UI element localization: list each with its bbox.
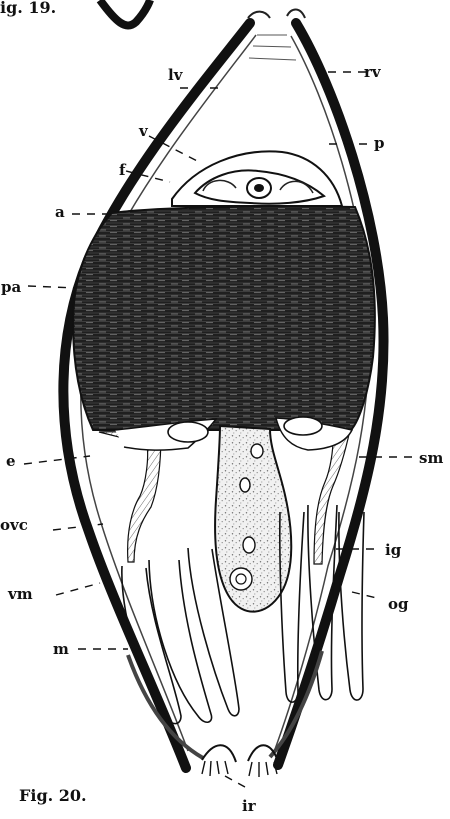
leader-e	[24, 456, 90, 464]
figure-20-label: Fig. 20.	[19, 788, 87, 804]
figure-19-label: ig. 19.	[0, 0, 56, 16]
visceral-ganglion-core	[254, 184, 264, 192]
label-lv: lv	[168, 68, 182, 83]
label-f: f	[119, 163, 125, 178]
label-ir: ir	[242, 799, 256, 814]
leader-ovc	[53, 524, 103, 530]
label-og: og	[388, 597, 409, 612]
right-gland	[284, 417, 322, 435]
label-ig: ig	[385, 543, 401, 558]
leader-vm	[56, 583, 100, 595]
left-siphonal-muscle	[99, 432, 161, 562]
leader-ir	[225, 776, 245, 787]
label-ovc: ovc	[0, 518, 28, 533]
label-pa: pa	[1, 280, 21, 295]
label-a: a	[55, 205, 65, 220]
upper-fibers	[249, 35, 296, 60]
label-vm: vm	[8, 587, 33, 602]
label-p: p	[374, 136, 385, 151]
organ-dot-1	[251, 444, 263, 458]
organ-dot-3	[243, 537, 255, 553]
label-e: e	[6, 454, 16, 469]
label-sm: sm	[419, 451, 443, 466]
organ-dot-4	[230, 568, 252, 590]
hinge-top	[248, 10, 305, 19]
posterior-adductor	[73, 207, 375, 430]
left-gland	[168, 422, 208, 442]
fig19-fragment	[100, 0, 150, 25]
label-m: m	[53, 642, 69, 657]
organ-dot-2	[240, 478, 250, 492]
label-rv: rv	[364, 65, 381, 80]
leader-pa	[28, 286, 76, 288]
siphon-fringe-left	[202, 761, 228, 776]
siphon-fringe-right	[249, 762, 277, 777]
leader-og	[352, 592, 381, 599]
label-v: v	[139, 124, 148, 139]
inhalent-siphon	[202, 745, 278, 762]
